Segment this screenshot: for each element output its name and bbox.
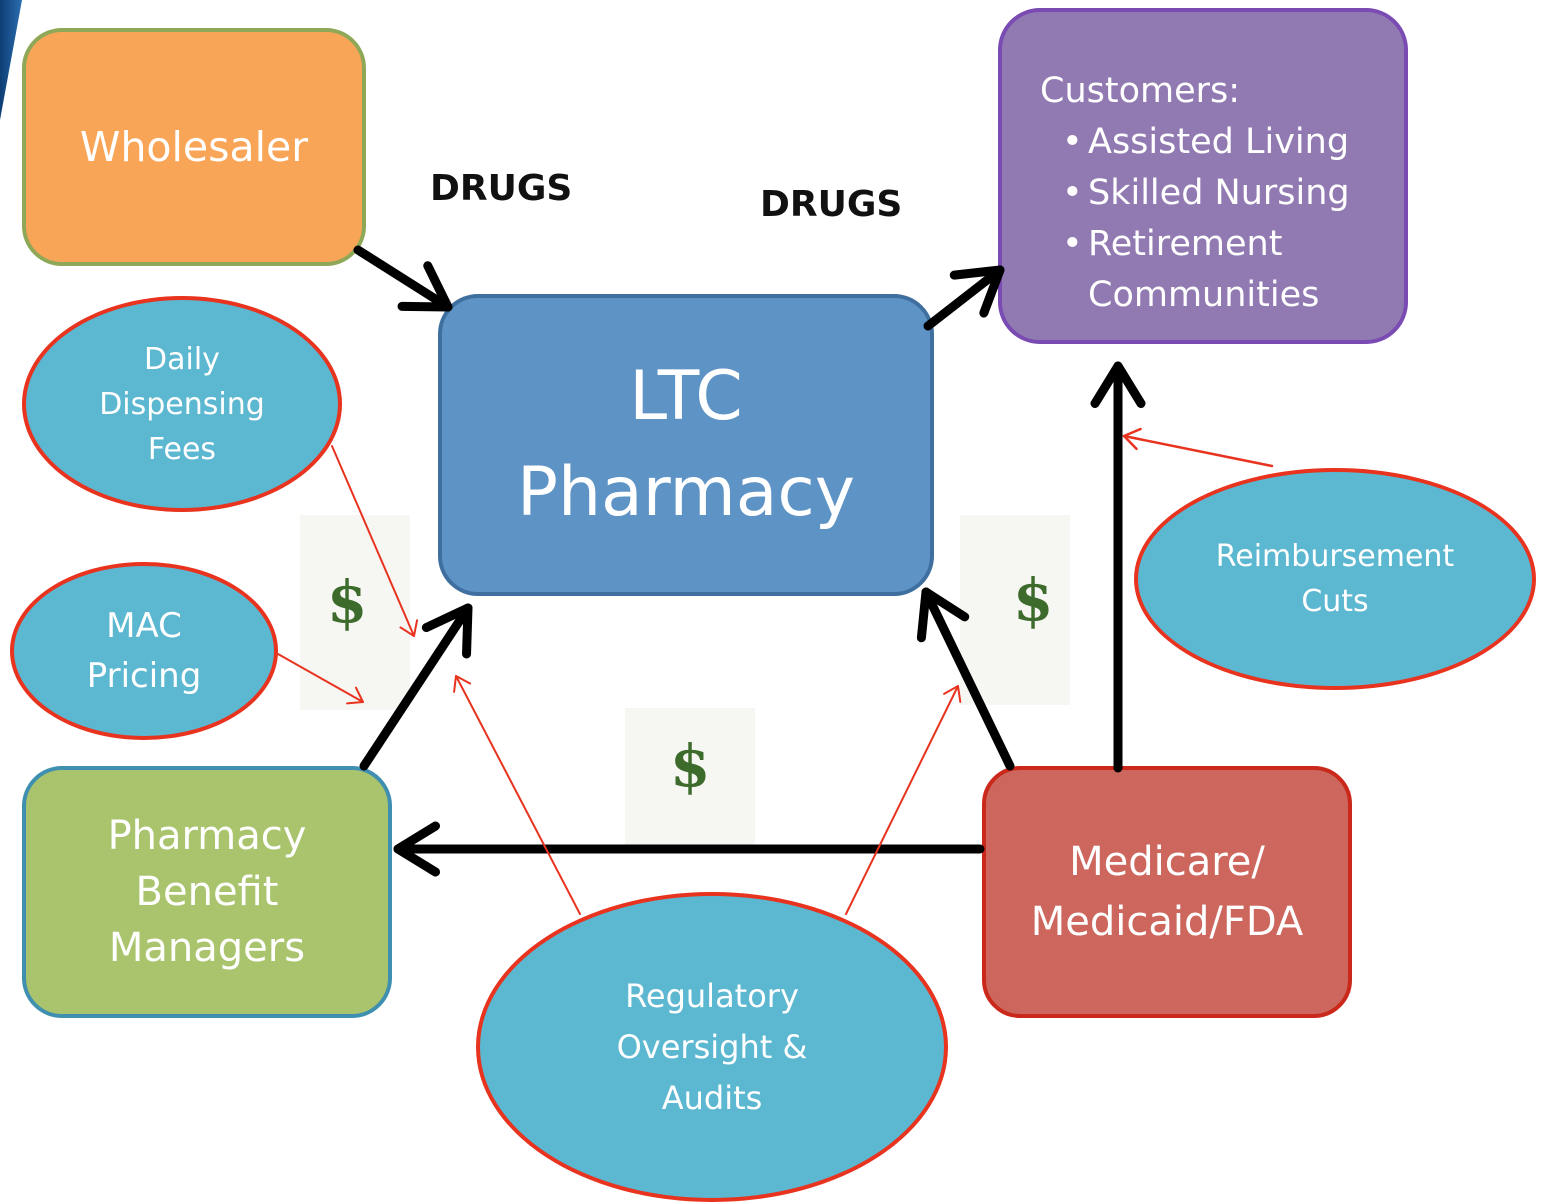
ltc-pharmacy-label-line-1: LTC bbox=[629, 357, 743, 436]
daily-fees-line-2: Dispensing bbox=[99, 386, 265, 422]
pbm-node: Pharmacy Benefit Managers bbox=[22, 766, 392, 1018]
mac-pricing-line-1: MAC bbox=[106, 606, 182, 646]
ltc-pharmacy-node: LTC Pharmacy bbox=[438, 294, 934, 596]
drugs-label-inbound: DRUGS bbox=[430, 168, 573, 209]
pbm-label-line-3: Managers bbox=[108, 925, 306, 971]
customers-node: Customers: Assisted Living Skilled Nursi… bbox=[998, 8, 1408, 344]
reimbursement-line-1: Reimbursement bbox=[1215, 539, 1455, 574]
money-label-pbm: $ bbox=[327, 568, 368, 636]
daily-fees-line-1: Daily bbox=[144, 341, 220, 377]
customer-item-line-1: Retirement bbox=[1088, 224, 1283, 264]
mac-pricing-line-2: Pricing bbox=[86, 656, 202, 696]
pbm-label-line-2: Benefit bbox=[135, 869, 279, 915]
money-label-bottom: $ bbox=[670, 732, 711, 800]
corner-decoration bbox=[0, 0, 22, 120]
customers-list: Assisted Living Skilled Nursing Retireme… bbox=[1040, 117, 1350, 321]
reimbursement-cuts-bubble: Reimbursement Cuts bbox=[1134, 468, 1536, 690]
ltc-pharmacy-label-line-2: Pharmacy bbox=[516, 453, 856, 532]
drugs-label-outbound: DRUGS bbox=[760, 184, 903, 225]
pbm-label-line-1: Pharmacy bbox=[107, 813, 307, 859]
medicare-node: Medicare/ Medicaid/FDA bbox=[982, 766, 1352, 1018]
medicare-label-line-1: Medicare/ bbox=[1069, 839, 1265, 885]
regulatory-line-2: Oversight & bbox=[616, 1027, 808, 1066]
wholesaler-node: Wholesaler bbox=[22, 28, 366, 266]
daily-dispensing-fees-bubble: Daily Dispensing Fees bbox=[22, 296, 342, 512]
medicare-label-line-2: Medicaid/FDA bbox=[1030, 899, 1304, 945]
reimbursement-line-2: Cuts bbox=[1301, 584, 1369, 619]
mac-pricing-bubble: MAC Pricing bbox=[10, 562, 278, 740]
customer-item: Assisted Living bbox=[1060, 117, 1350, 168]
money-label-medicare: $ bbox=[1013, 566, 1054, 634]
regulatory-line-3: Audits bbox=[661, 1078, 763, 1117]
wholesaler-label: Wholesaler bbox=[79, 123, 309, 171]
customer-item: Skilled Nursing bbox=[1060, 168, 1350, 219]
customers-heading: Customers: bbox=[1040, 71, 1241, 111]
daily-fees-line-3: Fees bbox=[147, 431, 217, 467]
dollar-backdrop-bottom bbox=[625, 708, 755, 848]
regulatory-oversight-bubble: Regulatory Oversight & Audits bbox=[476, 892, 948, 1202]
customer-item-line-2: Communities bbox=[1088, 275, 1320, 315]
regulatory-line-1: Regulatory bbox=[625, 976, 799, 1015]
